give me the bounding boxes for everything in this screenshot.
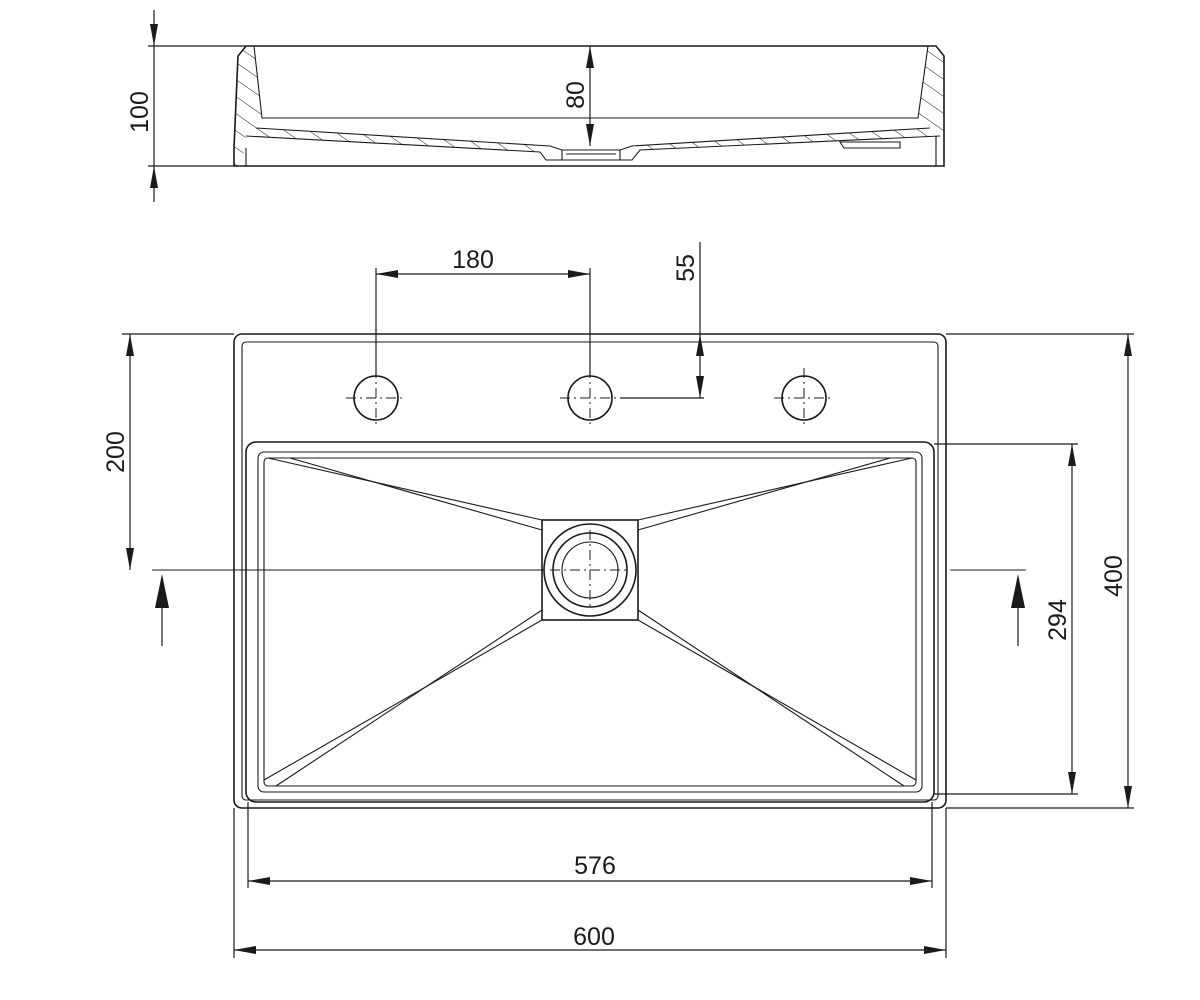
dimension-tap-offset-55: 55 bbox=[620, 242, 704, 399]
dimension-label-80: 80 bbox=[562, 81, 590, 109]
dimension-inner-depth-294: 294 bbox=[934, 443, 1078, 795]
dimension-label-180: 180 bbox=[452, 246, 494, 274]
dimension-overall-depth-400: 400 bbox=[946, 333, 1134, 809]
dimension-tap-spacing-180: 180 bbox=[375, 246, 591, 376]
tap-hole-right bbox=[774, 368, 834, 428]
top-plan-view bbox=[233, 333, 947, 809]
dimension-label-55: 55 bbox=[672, 254, 700, 282]
dimension-label-576: 576 bbox=[574, 852, 616, 880]
tap-hole-center bbox=[560, 368, 620, 428]
dimension-overall-width-600: 600 bbox=[233, 808, 947, 958]
dimension-inner-width-576: 576 bbox=[247, 802, 933, 888]
dimension-label-294: 294 bbox=[1044, 599, 1072, 641]
dimension-label-600: 600 bbox=[573, 923, 615, 951]
dimension-label-200: 200 bbox=[102, 431, 130, 473]
dimension-label-100: 100 bbox=[126, 91, 154, 133]
dimension-label-400: 400 bbox=[1100, 555, 1128, 597]
side-section-view bbox=[233, 45, 945, 167]
dimension-depth-80: 80 bbox=[562, 46, 594, 146]
dimension-height-100: 100 bbox=[126, 10, 246, 202]
section-line bbox=[152, 569, 1026, 646]
dimension-drain-200: 200 bbox=[102, 333, 234, 570]
tap-hole-left bbox=[346, 368, 406, 428]
